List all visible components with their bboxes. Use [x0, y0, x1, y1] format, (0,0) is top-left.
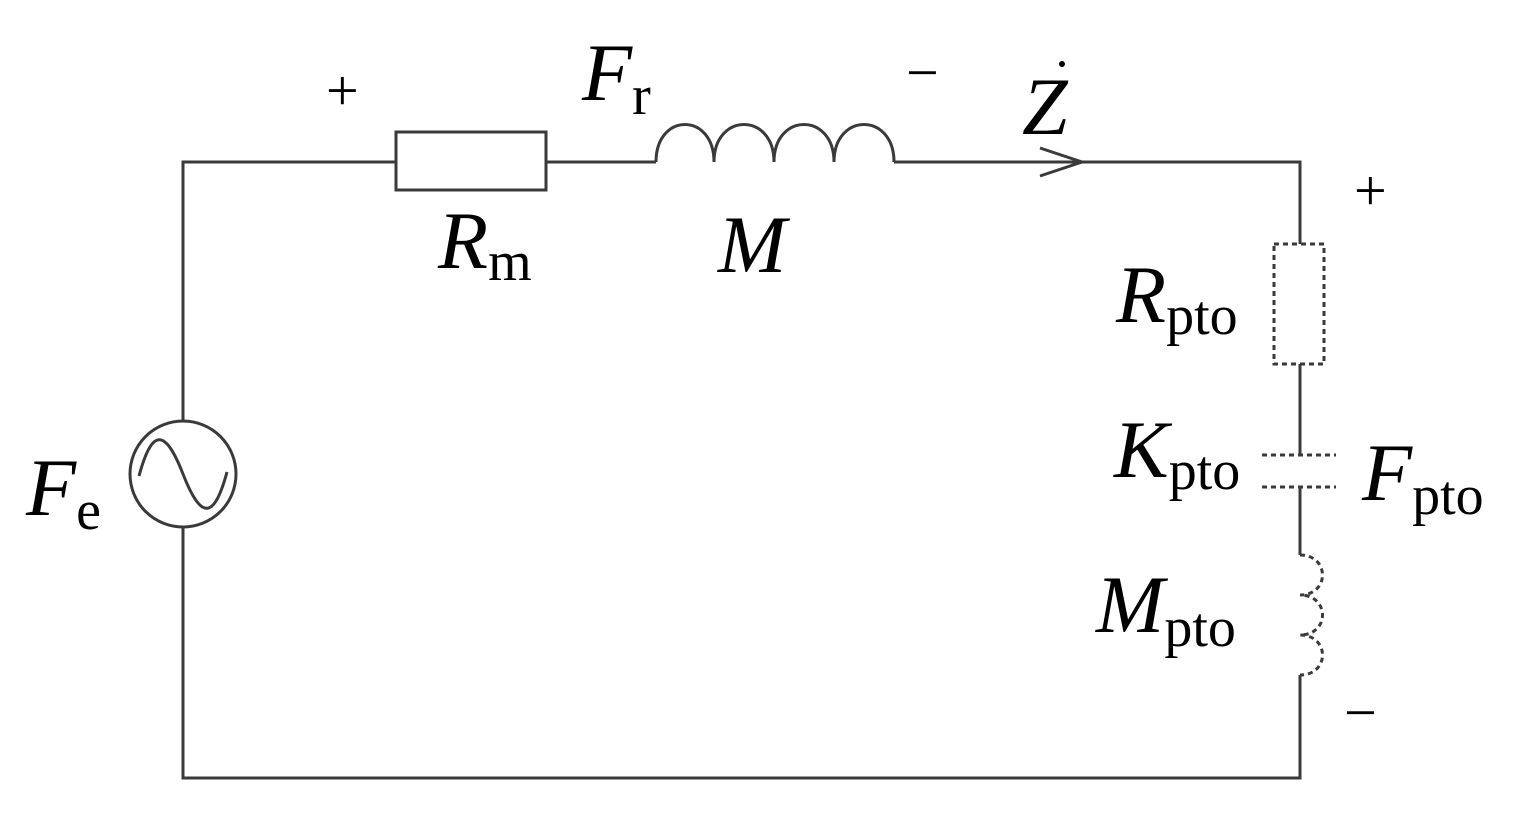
dot-accent-icon — [1059, 61, 1065, 67]
ac-source-icon — [128, 419, 238, 529]
capacitor-kpto-icon — [1262, 453, 1336, 489]
plus-sign-top-left: + — [326, 58, 359, 123]
label-kpto: Kpto — [1113, 404, 1240, 502]
label-fpto: Fpto — [1361, 427, 1484, 527]
velocity-arrow-icon — [1039, 146, 1087, 178]
label-fe: Fe — [25, 442, 101, 542]
left-wire-top — [181, 160, 396, 420]
label-m: M — [717, 199, 791, 290]
svg-text:Z: Z — [1022, 61, 1069, 152]
label-mpto: Mpto — [1095, 559, 1236, 659]
wire-inductor-to-right — [894, 160, 1302, 244]
circuit-wires — [181, 160, 1302, 780]
inductor-m-icon — [654, 123, 896, 163]
label-rpto: Rpto — [1115, 249, 1238, 347]
bottom-wire — [181, 528, 1302, 780]
label-z-dot: Z — [1022, 61, 1069, 152]
resistor-rm-icon — [394, 130, 548, 192]
plus-sign-right: + — [1354, 158, 1387, 223]
label-fr: Fr — [581, 27, 651, 127]
resistor-rpto-icon — [1272, 242, 1326, 366]
minus-sign-right: − — [1344, 680, 1377, 745]
inductor-mpto-icon — [1299, 553, 1324, 677]
minus-sign-top: − — [906, 40, 939, 105]
label-rm: Rm — [437, 195, 532, 293]
